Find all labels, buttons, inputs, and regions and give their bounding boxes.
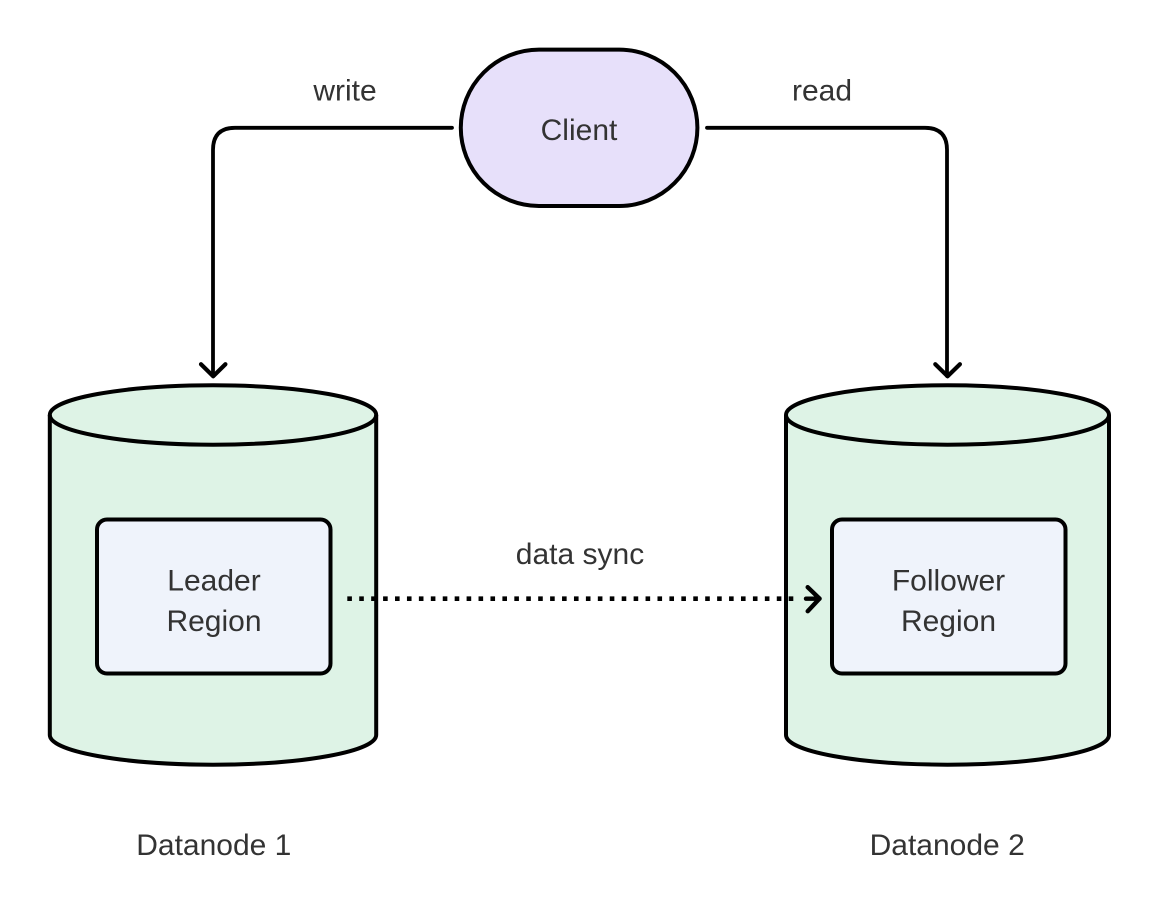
svg-text:Leader: Leader: [167, 565, 260, 598]
svg-text:Datanode 1: Datanode 1: [136, 829, 291, 862]
svg-text:read: read: [792, 75, 852, 108]
svg-text:Client: Client: [541, 114, 618, 147]
svg-text:data sync: data sync: [516, 538, 644, 571]
svg-text:Follower: Follower: [892, 565, 1005, 598]
svg-text:Region: Region: [901, 605, 996, 638]
svg-text:Datanode 2: Datanode 2: [870, 829, 1025, 862]
svg-text:write: write: [312, 75, 376, 108]
svg-text:Region: Region: [166, 605, 261, 638]
